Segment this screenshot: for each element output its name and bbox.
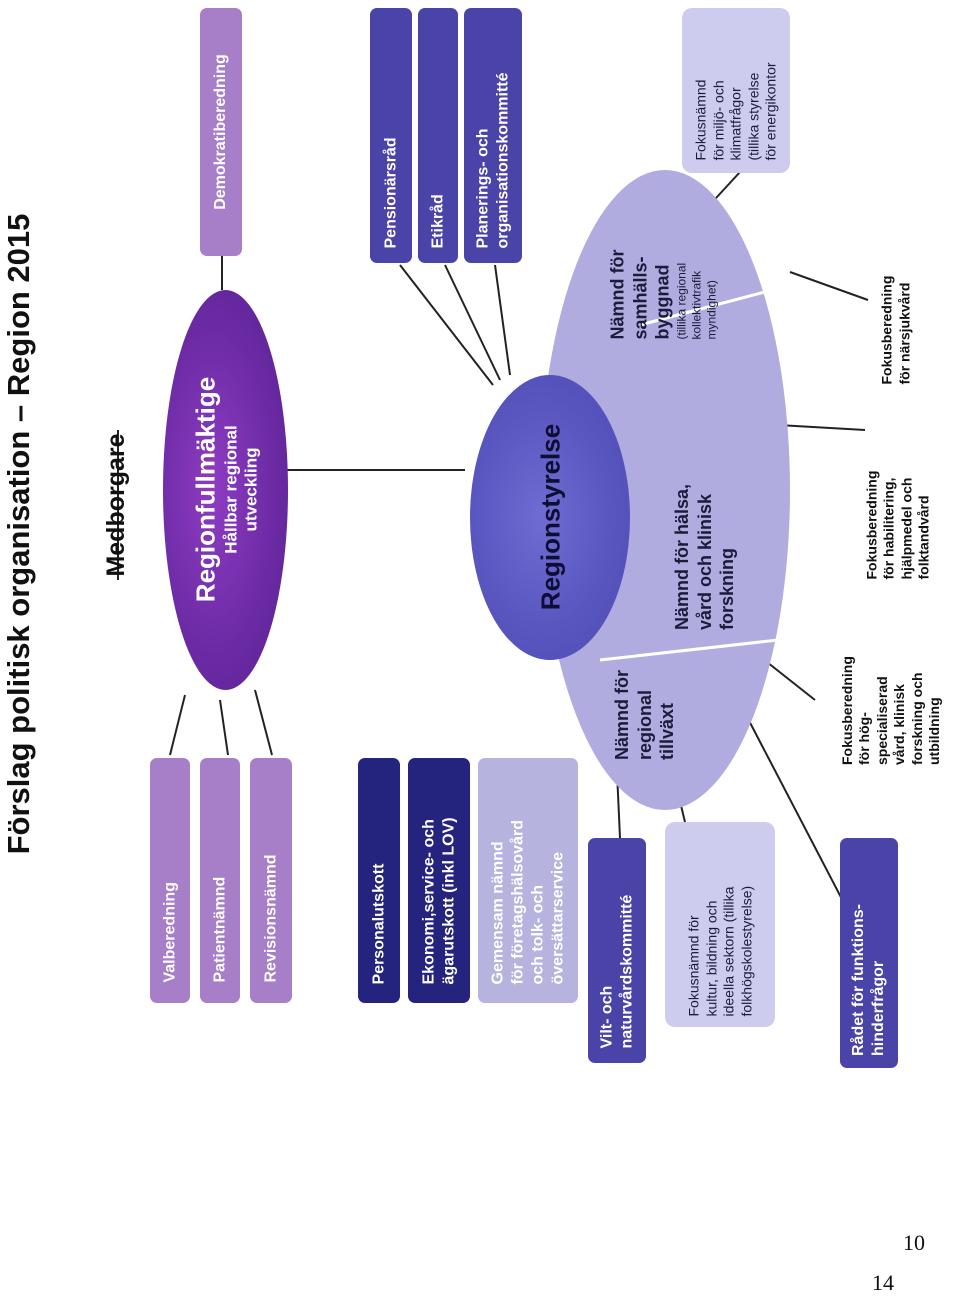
medborgare-label: Medborgare (99, 420, 133, 590)
connector-nara (789, 271, 869, 301)
hog-label-6: utbildning (926, 697, 942, 765)
page-title: Förslag politisk organisation – Region 2… (0, 84, 38, 984)
miljo-label-4: (tillika styrelse (745, 72, 762, 161)
kultur-label-1: Fokusnämnd för (685, 915, 702, 1017)
gemensam-label-4: översättarservice (549, 851, 567, 985)
regionfullmaktige-subtitle-1: Hållbar regional (221, 425, 241, 554)
ekonomi-box[interactable]: Ekonomi,service- och ägarutskott (inkl L… (408, 758, 470, 1003)
patientnamnd-box[interactable]: Patientnämnd (200, 758, 240, 1003)
connector-hab (777, 424, 866, 431)
radet-label-1: Rådet för funktions- (850, 904, 867, 1056)
tillvaxt-label-3: tillväxt (657, 702, 678, 760)
hog-label-3: specialiserad (873, 676, 890, 765)
radet-box[interactable]: Rådet för funktions- hinderfrågor (840, 838, 898, 1068)
etikrad-label: Etikråd (429, 194, 447, 249)
halsa-label-1: Nämnd för hälsa, (672, 483, 693, 630)
fokusnamnd-kultur-box[interactable]: Fokusnämnd för kultur, bildning och idee… (665, 822, 775, 1027)
kultur-label-3: ideella sektorn (tillika (720, 886, 737, 1017)
miljo-label-3: klimatfrågor (727, 87, 744, 161)
regionfullmaktige-title: Regionfullmäktige (190, 376, 221, 603)
miljo-label-1: Fokusnämnd (692, 79, 709, 161)
miljo-label-2: för miljö- och (710, 80, 727, 161)
personalutskott-label: Personalutskott (370, 863, 388, 985)
hog-label-1: Fokusberedning (838, 656, 855, 765)
connector-valberedning (169, 694, 186, 756)
planering-label-1: Planerings- och (474, 128, 492, 249)
vilt-label-2: naturvårdskommitté (618, 894, 636, 1049)
hab-label-3: hjälpmedel och (898, 477, 914, 580)
fokusberedning-hog[interactable]: Fokusberedning för hög- specialiserad vå… (826, 605, 956, 765)
nara-label-2: för närsjukvård (896, 282, 912, 385)
pensionarsrad-label: Pensionärsråd (382, 137, 400, 249)
kultur-label-2: kultur, bildning och (703, 900, 719, 1017)
regionfullmaktige-text-block: Regionfullmäktige Hållbar regional utvec… (164, 290, 289, 690)
regionfullmaktige-subtitle-2: utveckling (241, 447, 261, 532)
page-number-outer: 14 (872, 1270, 894, 1295)
page-title-text: Förslag politisk organisation – Region 2… (1, 213, 36, 855)
samhall-label-1: Nämnd för (607, 249, 628, 340)
hog-label-5: forskning och (908, 672, 925, 765)
nara-label-1: Fokusberedning (878, 275, 895, 385)
personalutskott-box[interactable]: Personalutskott (358, 758, 400, 1003)
namnd-samhallsbyggnad[interactable]: Nämnd för samhälls- byggnad (tillika reg… (600, 200, 725, 340)
demokratiberedning-label: Demokratiberedning (212, 54, 229, 210)
namnd-tillvaxt[interactable]: Nämnd för regional tillväxt (605, 640, 685, 760)
gemensam-label-1: Gemensam nämnd (489, 841, 507, 985)
miljo-label-5: för energikontor (762, 62, 779, 161)
gemensam-label-3: och tolk- och (529, 884, 547, 985)
planering-box[interactable]: Planerings- och organisationskommitté (464, 8, 522, 263)
connector-patientnamnd (219, 699, 229, 756)
ekonomi-label-1: Ekonomi,service- och (420, 819, 438, 985)
halsa-label-3: forskning (717, 547, 738, 630)
namnd-halsa[interactable]: Nämnd för hälsa, vård och klinisk forskn… (665, 410, 745, 630)
page-number-inner: 10 (903, 1230, 925, 1255)
samhall-label-6: myndighet) (704, 280, 719, 340)
revisionsnamnd-box[interactable]: Revisionsnämnd (250, 758, 292, 1003)
valberedning-box[interactable]: Valberedning (150, 758, 190, 1003)
hab-label-1: Fokusberedning (863, 470, 879, 580)
vilt-label-1: Vilt- och (598, 985, 616, 1049)
namnd-dividers (599, 288, 779, 662)
valberedning-label: Valberedning (161, 882, 179, 983)
planering-label-2: organisationskommitté (494, 72, 512, 249)
demokratiberedning-box[interactable]: Demokratiberedning (200, 8, 242, 256)
ekonomi-label-2: ägarutskott (inkl LOV) (440, 817, 458, 985)
fokusberedning-hab[interactable]: Fokusberedning för habilitering, hjälpme… (850, 420, 945, 580)
samhall-label-4: (tillika regional (674, 262, 689, 340)
medborgare-text: Medborgare (101, 433, 130, 577)
fokusberedning-nara[interactable]: Fokusberedning för närsjukvård (868, 225, 923, 385)
tillvaxt-label-1: Nämnd för (612, 670, 633, 760)
hog-label-4: vård, klinisk (891, 684, 907, 765)
regionstyrelse-ellipse[interactable]: Regionstyrelse (470, 375, 630, 660)
patientnamnd-label: Patientnämnd (211, 876, 229, 983)
gemensam-label-2: för företagshälsovård (509, 820, 527, 985)
etikrad-box[interactable]: Etikråd (418, 8, 458, 263)
regionfullmaktige-shape (163, 290, 288, 690)
vilt-box[interactable]: Vilt- och naturvårdskommitté (588, 838, 646, 1063)
regionstyrelse-shape (470, 375, 630, 660)
revisionsnamnd-label: Revisionsnämnd (262, 854, 280, 983)
connector-revisionsnamnd (254, 689, 273, 756)
samhall-label-3: byggnad (652, 264, 673, 340)
pensionarsrad-box[interactable]: Pensionärsråd (370, 8, 412, 263)
fokusnamnd-miljo-box[interactable]: Fokusnämnd för miljö- och klimatfrågor (… (682, 8, 790, 173)
tillvaxt-label-2: regional (634, 689, 655, 760)
hab-label-4: folktandvård (915, 495, 932, 580)
hab-label-2: för habilitering, (880, 477, 897, 580)
gemensam-namnd-box[interactable]: Gemensam nämnd för företagshälsovård och… (478, 758, 578, 1003)
samhall-label-5: kollektivtrafik (689, 270, 704, 340)
samhall-label-2: samhälls- (630, 256, 651, 340)
regionfullmaktige-ellipse[interactable]: Regionfullmäktige Hållbar regional utvec… (163, 290, 288, 690)
kultur-label-4: folkhögskolestyrelse) (738, 885, 754, 1017)
connector-planering (494, 264, 511, 376)
regionstyrelse-label: Regionstyrelse (535, 423, 565, 611)
connector-pensionar (399, 264, 494, 386)
connector-etik (444, 264, 501, 381)
halsa-label-2: vård och klinisk (694, 493, 715, 630)
hog-label-2: för hög- (856, 712, 872, 765)
radet-label-2: hinderfrågor (870, 960, 887, 1056)
